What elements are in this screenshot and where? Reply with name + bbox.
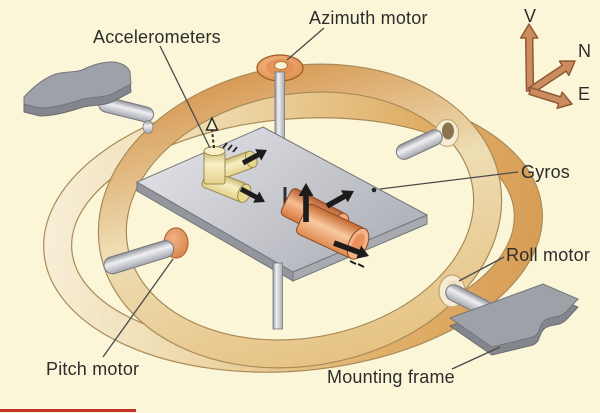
gyro-se-arrow — [333, 240, 369, 259]
gyro-cluster — [280, 183, 377, 268]
label-mounting-frame: Mounting frame — [327, 367, 455, 387]
accelerometer-cluster — [201, 116, 267, 203]
gyro-up-arrow — [298, 183, 314, 222]
label-roll-motor: Roll motor — [506, 245, 591, 265]
label-axis-v: V — [524, 6, 537, 26]
label-pitch-motor: Pitch motor — [46, 359, 140, 379]
label-accelerometers: Accelerometers — [93, 27, 221, 47]
gyro-ne-arrow — [325, 190, 354, 209]
stable-platform — [135, 126, 429, 282]
inner-gimbal-ring — [97, 63, 503, 369]
platform-dot — [371, 187, 377, 193]
v-axis-arrow — [519, 23, 539, 92]
mounting-bracket-top-left — [23, 61, 155, 123]
compass-axes — [519, 23, 576, 110]
vertical-sense-arrow — [205, 116, 219, 149]
label-axis-e: E — [578, 84, 591, 104]
upper-pivot — [395, 118, 460, 160]
label-azimuth-motor: Azimuth motor — [309, 8, 428, 28]
label-axis-n: N — [578, 41, 591, 61]
accel-ne-arrow — [241, 149, 267, 166]
central-shaft-lower — [272, 262, 283, 330]
ring-rivet-dome — [142, 120, 154, 134]
e-axis-arrow — [528, 86, 573, 110]
accel-se-arrow — [239, 186, 265, 203]
mounting-bracket-bottom-right — [448, 283, 579, 356]
label-gyros: Gyros — [521, 162, 571, 182]
azimuth-motor-disc — [256, 54, 304, 82]
gyro-mount-marks — [349, 260, 365, 268]
pitch-pivot — [103, 227, 189, 275]
red-accent-line — [0, 409, 136, 412]
tick-marks — [222, 142, 238, 153]
leader-lines — [102, 27, 519, 370]
